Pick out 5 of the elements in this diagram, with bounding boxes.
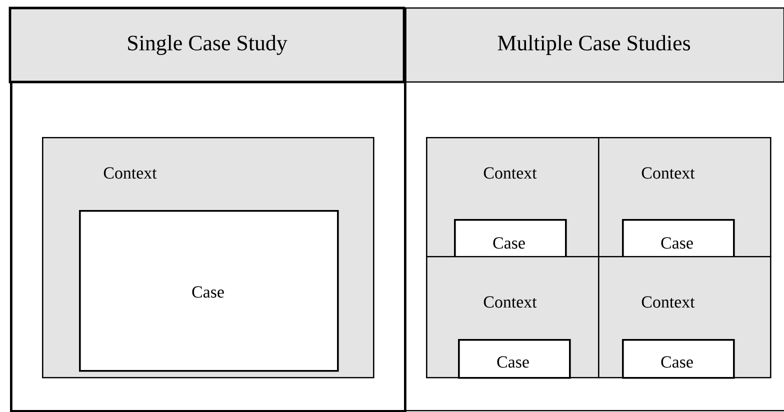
case-box: Case	[454, 219, 567, 258]
case-box: Case	[458, 339, 571, 379]
case-box: Case	[622, 219, 735, 258]
case-box: Case	[79, 210, 339, 372]
case-box: Case	[622, 339, 735, 379]
